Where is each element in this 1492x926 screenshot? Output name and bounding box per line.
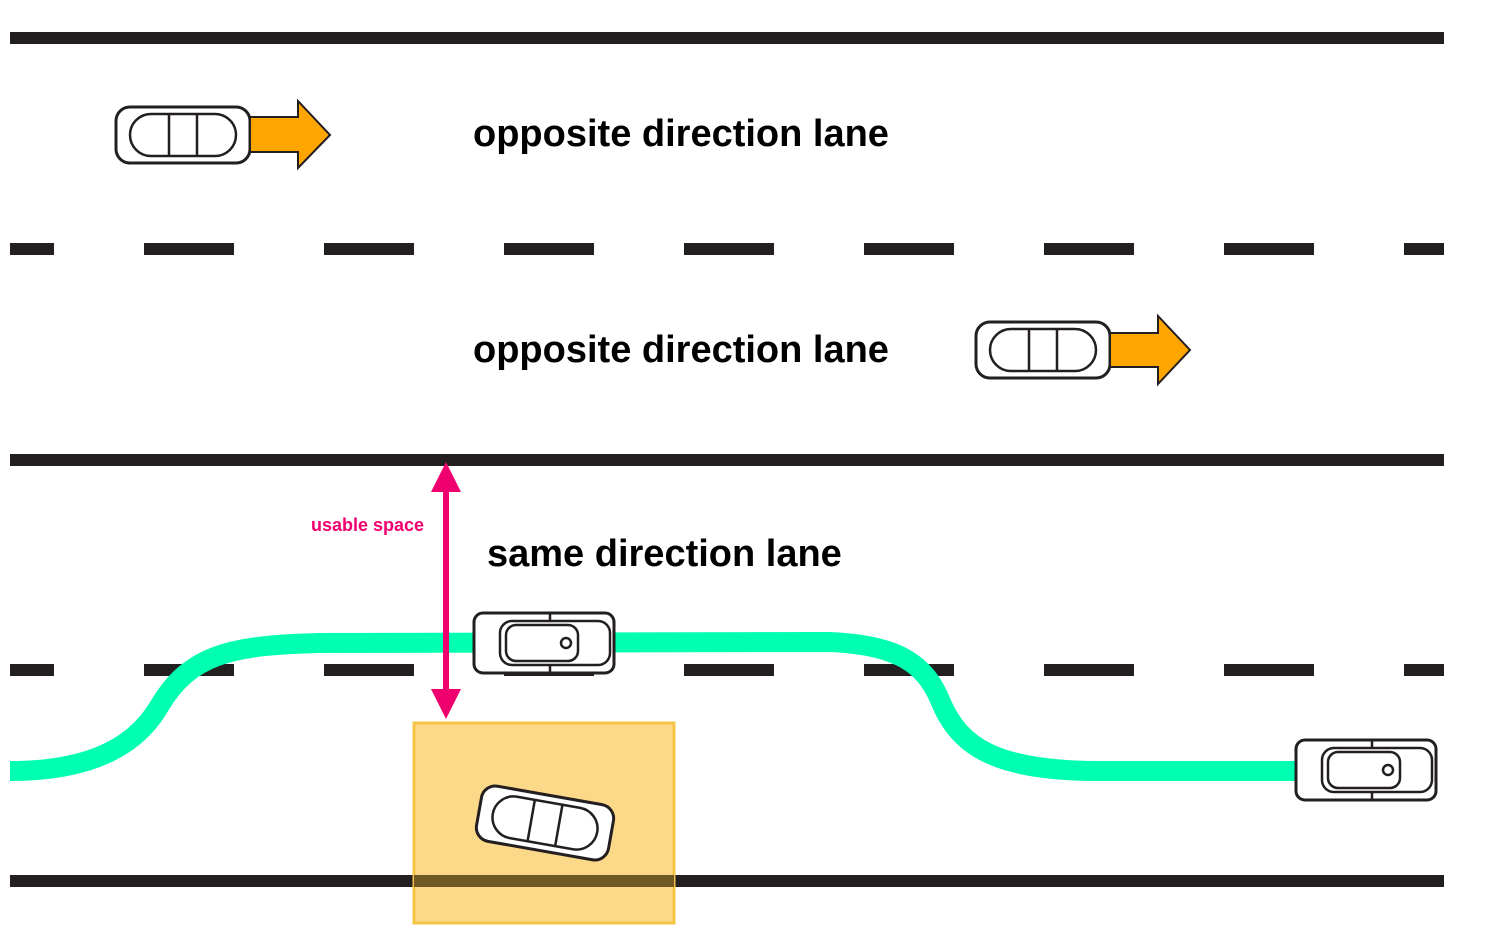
lane-label-opposite-top: opposite direction lane	[473, 113, 889, 155]
lead-car-icon	[472, 611, 616, 675]
planned-path	[9, 632, 1300, 781]
oncoming-car-icon	[114, 105, 252, 165]
lane-label-same-direction: same direction lane	[487, 533, 842, 575]
direction-arrow-icon	[1109, 313, 1192, 387]
usable-space-arrow	[431, 462, 461, 719]
lane-label-opposite-middle: opposite direction lane	[473, 329, 889, 371]
ego-car-icon	[1294, 738, 1438, 802]
usable-space-label: usable space	[311, 515, 425, 535]
direction-arrow-icon	[249, 98, 332, 171]
oncoming-car-icon	[974, 320, 1112, 380]
